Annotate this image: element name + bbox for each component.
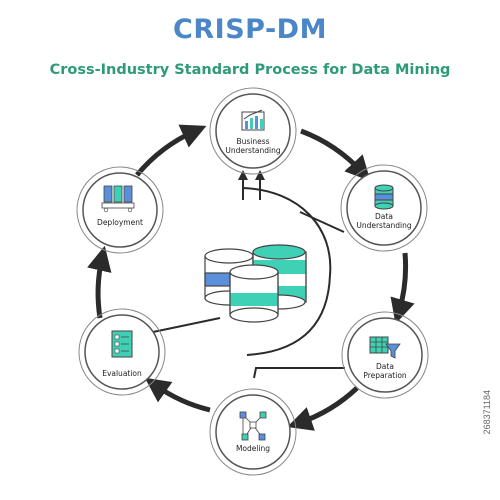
inner-line-to-preparation <box>253 367 345 379</box>
arrow-business-to-data-understanding <box>300 128 371 182</box>
stage-label-data-preparation: Data Preparation <box>363 362 407 380</box>
arrow-evaluation-to-deployment <box>87 245 112 319</box>
stage-deployment <box>76 166 164 254</box>
inner-arc-line <box>242 187 332 356</box>
arrow-data-understanding-to-preparation <box>390 252 415 324</box>
inner-line-to-data-understanding <box>299 211 345 233</box>
stage-label-evaluation: Evaluation <box>102 369 142 378</box>
network-graph-icon <box>239 411 267 441</box>
stage-data-preparation <box>341 311 429 399</box>
cycle-arrows <box>87 124 415 431</box>
arrow-deployment-to-business <box>135 124 207 177</box>
bar-chart-icon <box>241 109 265 131</box>
stage-circles <box>76 87 429 476</box>
stage-business-understanding <box>209 87 297 175</box>
inner-line-to-evaluation <box>152 317 221 333</box>
stock-id-watermark: 268371184 <box>482 390 492 435</box>
servers-icon <box>101 185 135 213</box>
stage-label-data-understanding: Data Understanding <box>356 212 412 230</box>
database-cylinders-icon <box>204 244 307 323</box>
arrow-modeling-to-evaluation <box>144 377 211 413</box>
page-subtitle: Cross-Industry Standard Process for Data… <box>49 62 451 78</box>
table-filter-icon <box>369 336 401 359</box>
inner-feedback-lines <box>152 187 345 379</box>
inner-feedback-arrows <box>238 170 265 200</box>
stage-label-business-understanding: Business Understanding <box>225 137 281 155</box>
page-title: CRISP-DM <box>173 14 327 45</box>
arrow-preparation-to-modeling <box>287 386 359 431</box>
stage-label-deployment: Deployment <box>97 218 143 227</box>
database-icon <box>374 184 394 210</box>
stage-modeling <box>209 388 297 476</box>
checklist-icon <box>111 330 133 358</box>
stage-label-modeling: Modeling <box>235 444 271 453</box>
